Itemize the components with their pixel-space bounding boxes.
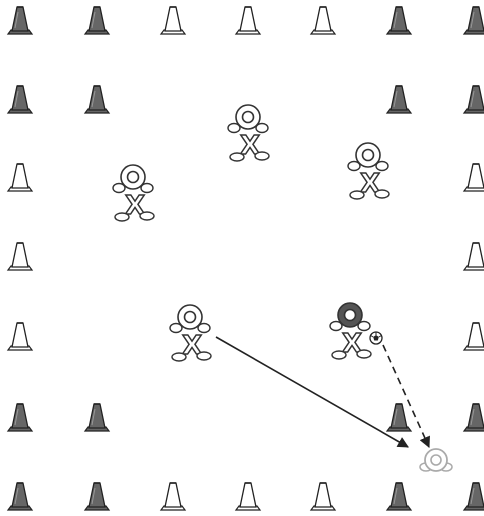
soccer-ball-icon: [370, 332, 382, 344]
